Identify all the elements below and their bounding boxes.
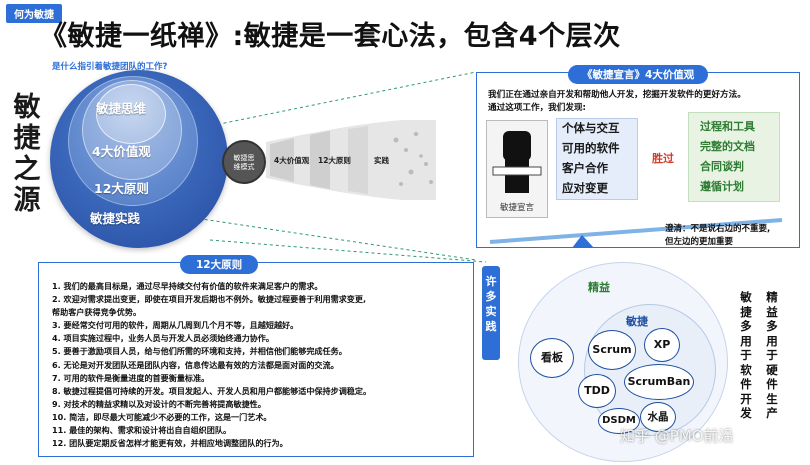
right-values-box <box>688 112 780 202</box>
tdd-circle: TDD <box>578 374 616 408</box>
right-value: 过程和工具 <box>700 120 755 133</box>
side-title: 敏 捷 之 源 <box>10 92 44 216</box>
left-value: 应对变更 <box>562 181 608 195</box>
principles-title: 12大原则 <box>180 255 259 274</box>
crystal-circle: 水晶 <box>640 402 676 432</box>
lean-note-char: 产 <box>766 406 778 420</box>
fist-caption: 敏捷宣言 <box>499 203 534 213</box>
scrum-circle: Scrum <box>588 330 636 370</box>
circle-label-principles: 12大原则 <box>94 181 149 196</box>
section-tag: 何为敏捷 <box>6 4 62 23</box>
agile-note-char: 发 <box>740 406 752 420</box>
lean-label: 精益 <box>588 281 610 294</box>
head-label: 敏捷思 <box>233 154 255 162</box>
head-icon: 敏捷思 维模式 <box>222 140 266 184</box>
many-practices-label: 许 多 实 践 <box>482 266 500 360</box>
principle-item: 10. 简洁，即尽最大可能减少不必要的工作，这是一门艺术。 <box>52 411 272 422</box>
right-value: 遵循计划 <box>700 180 744 193</box>
lean-note-char: 多 <box>766 319 778 333</box>
manifesto-intro: 我们正在通过亲自开发和帮助他人开发，挖掘开发软件的更好方法。 通过这项工作，我们… <box>488 89 746 114</box>
side-title-char: 敏 <box>13 92 41 123</box>
lean-note-char: 件 <box>766 377 778 391</box>
right-value: 完整的文档 <box>700 140 755 153</box>
agile-software-note: 敏 捷 多 用 于 软 件 开 发 <box>738 290 754 421</box>
clarify-note: 澄清：不是说右边的不重要, 但左边的更加重要 <box>665 223 770 249</box>
manifesto-title: 《敏捷宣言》4大价值观 <box>568 65 709 84</box>
principle-item: 帮助客户获得竞争优势。 <box>52 307 142 318</box>
circle-label-values: 4大价值观 <box>92 144 151 159</box>
lean-note-char: 用 <box>766 333 778 348</box>
side-title-char: 源 <box>13 185 41 216</box>
left-values-box <box>556 118 638 200</box>
manifesto-intro-line: 通过这项工作，我们发现: <box>488 102 586 113</box>
connector-to-practices <box>209 239 487 263</box>
balance-scale <box>489 218 783 248</box>
agile-note-char: 敏 <box>740 290 752 304</box>
principle-item: 7. 可用的软件是衡量进度的首要衡量标准。 <box>52 372 210 383</box>
left-value: 个体与交互 <box>562 121 620 135</box>
principle-item: 5. 要善于激励项目人员，给与他们所需的环境和支持，并相信他们能够完成任务。 <box>52 346 347 357</box>
principle-item: 8. 敏捷过程提倡可持续的开发。项目发起人、开发人员和用户都能够适中保持步调稳定… <box>52 385 372 396</box>
head-label: 维模式 <box>233 163 255 171</box>
principle-item: 3. 要经常交付可用的软件，周期从几周到几个月不等，且越短越好。 <box>52 320 299 331</box>
principle-item: 4. 项目实施过程中，业务人员与开发人员必须始终通力协作。 <box>52 333 274 344</box>
circle-label-mindset: 敏捷思维 <box>96 101 147 116</box>
agile-label: 敏捷 <box>626 315 648 328</box>
agile-note-char: 软 <box>740 362 752 377</box>
lean-note-char: 精 <box>766 290 778 304</box>
manifesto-intro-line: 我们正在通过亲自开发和帮助他人开发，挖掘开发软件的更好方法。 <box>488 90 746 100</box>
dsdm-circle: DSDM <box>598 408 640 434</box>
principle-item: 2. 欢迎对需求提出变更，即使在项目开发后期也不例外。敏捷过程要善于利用需求变更… <box>52 294 367 305</box>
page-title: 《敏捷一纸禅》:敏捷是一套心法，包含4个层次 <box>40 21 621 52</box>
lean-note-char: 生 <box>766 391 778 406</box>
circle-label-practices: 敏捷实践 <box>90 211 141 226</box>
right-value: 合同谈判 <box>700 160 744 173</box>
funnel-graphic <box>266 120 436 200</box>
clarify-line: 但左边的更加重要 <box>665 237 734 247</box>
principle-item: 11. 最佳的架构、需求和设计将出自自组织团队。 <box>52 425 232 436</box>
watermark: 知乎 @PMO前沿 <box>620 427 734 445</box>
clarify-line: 澄清：不是说右边的不重要, <box>665 224 771 234</box>
guiding-question: 是什么指引着敏捷团队的工作? <box>52 62 168 72</box>
funnel-label-values: 4大价值观 <box>274 156 310 165</box>
xp-circle: XP <box>644 328 680 362</box>
side-title-char: 之 <box>13 154 41 185</box>
agile-note-char: 多 <box>740 319 752 333</box>
scrumban-circle: ScrumBan <box>624 364 694 400</box>
fist-image <box>486 120 548 218</box>
practice-pill-char: 许 <box>485 275 497 288</box>
principles-panel <box>38 262 474 457</box>
principle-item: 12. 团队要定期反省怎样才能更有效，并相应地调整团队的行为。 <box>52 438 288 449</box>
agile-note-char: 用 <box>740 333 752 348</box>
funnel-label-principles: 12大原则 <box>318 156 351 165</box>
lean-note-char: 于 <box>766 348 778 362</box>
principle-item: 6. 无论是对开发团队还是团队内容，信息传达最有效的方法都是面对面的交流。 <box>52 359 339 370</box>
principle-item: 9. 对技术的精益求精以及对设计的不断完善将提高敏捷性。 <box>52 398 266 409</box>
practice-pill-char: 践 <box>485 320 497 333</box>
circle-mindset <box>96 84 166 144</box>
funnel-label-practice: 实践 <box>374 156 389 165</box>
agile-note-char: 于 <box>740 348 752 362</box>
agile-note-char: 件 <box>740 377 752 391</box>
connector-to-manifesto <box>199 71 477 129</box>
left-value: 客户合作 <box>562 161 608 175</box>
connector-to-principles <box>174 214 477 261</box>
practice-pill-char: 实 <box>485 305 497 318</box>
side-title-char: 捷 <box>13 123 41 154</box>
lean-hardware-note: 精 益 多 用 于 硬 件 生 产 <box>764 290 780 421</box>
agile-note-char: 开 <box>740 391 752 406</box>
principles-list: 1. 我们的最高目标是，通过尽早持续交付有价值的软件来满足客户的需求。 2. 欢… <box>52 280 464 450</box>
lean-note-char: 益 <box>766 304 778 319</box>
practice-pill-char: 多 <box>485 290 497 303</box>
agile-note-char: 捷 <box>740 304 752 319</box>
kanban-circle: 看板 <box>530 338 574 378</box>
principle-item: 1. 我们的最高目标是，通过尽早持续交付有价值的软件来满足客户的需求。 <box>52 281 323 291</box>
over-label: 胜过 <box>652 152 674 165</box>
lean-note-char: 硬 <box>766 362 778 377</box>
left-value: 可用的软件 <box>562 141 620 155</box>
fist-icon <box>492 131 542 193</box>
